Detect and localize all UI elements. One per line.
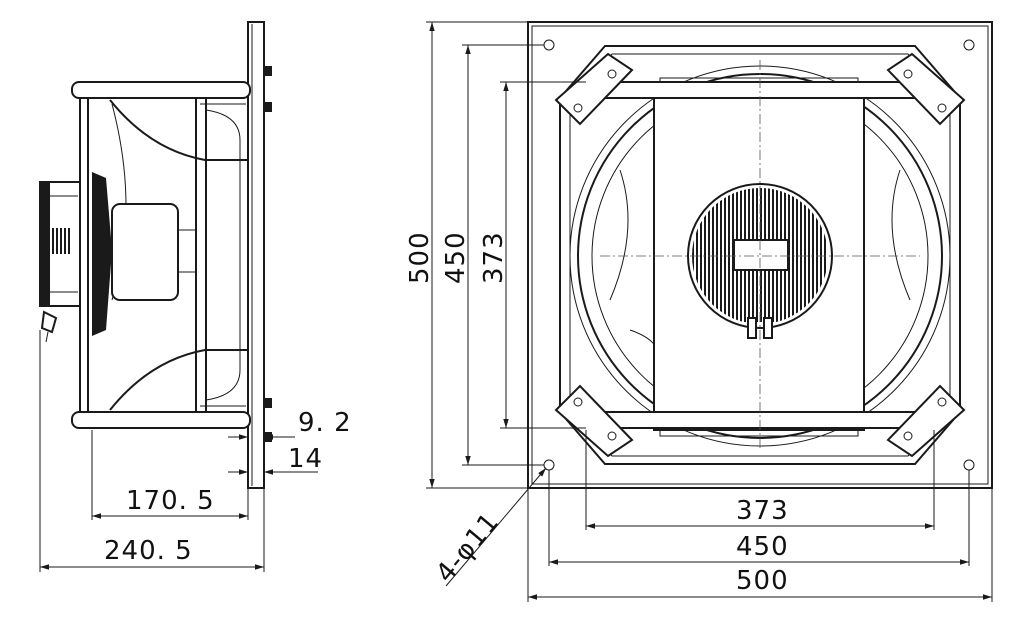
- motor-label-plate: [733, 239, 789, 271]
- cable-gland-side: [40, 310, 58, 334]
- impeller-lower-curve: [109, 349, 248, 411]
- dim-height-inner: 373: [479, 231, 509, 284]
- dim-flange-offset: 9. 2: [298, 408, 352, 438]
- dim-width-holes: 450: [736, 532, 789, 562]
- dim-height-outer: 500: [405, 231, 435, 284]
- top-rail-side: [71, 81, 251, 99]
- dim-flange-thickness: 14: [288, 444, 323, 474]
- dim-width-inner: 373: [736, 496, 789, 526]
- bottom-rail-side: [71, 411, 251, 429]
- hole-callout: 4-φ11: [430, 507, 505, 588]
- dim-depth-total: 240. 5: [104, 536, 193, 566]
- corner-brackets: [554, 52, 966, 458]
- connector-right: [763, 317, 773, 339]
- octagonal-frame: [559, 45, 961, 465]
- rotor-fins-side: [92, 172, 112, 336]
- front-view: [527, 21, 993, 489]
- impeller-upper-curve: [109, 99, 248, 161]
- motor-body-side: [111, 203, 179, 301]
- side-view-dimensions: 9. 2 14 170. 5 240. 5: [39, 330, 352, 572]
- side-view: [39, 21, 272, 489]
- dim-depth-body: 170. 5: [126, 486, 215, 516]
- dim-height-holes: 450: [441, 231, 471, 284]
- dim-width-outer: 500: [736, 566, 789, 596]
- plate-bolts: [265, 66, 272, 442]
- connector-left: [747, 317, 757, 339]
